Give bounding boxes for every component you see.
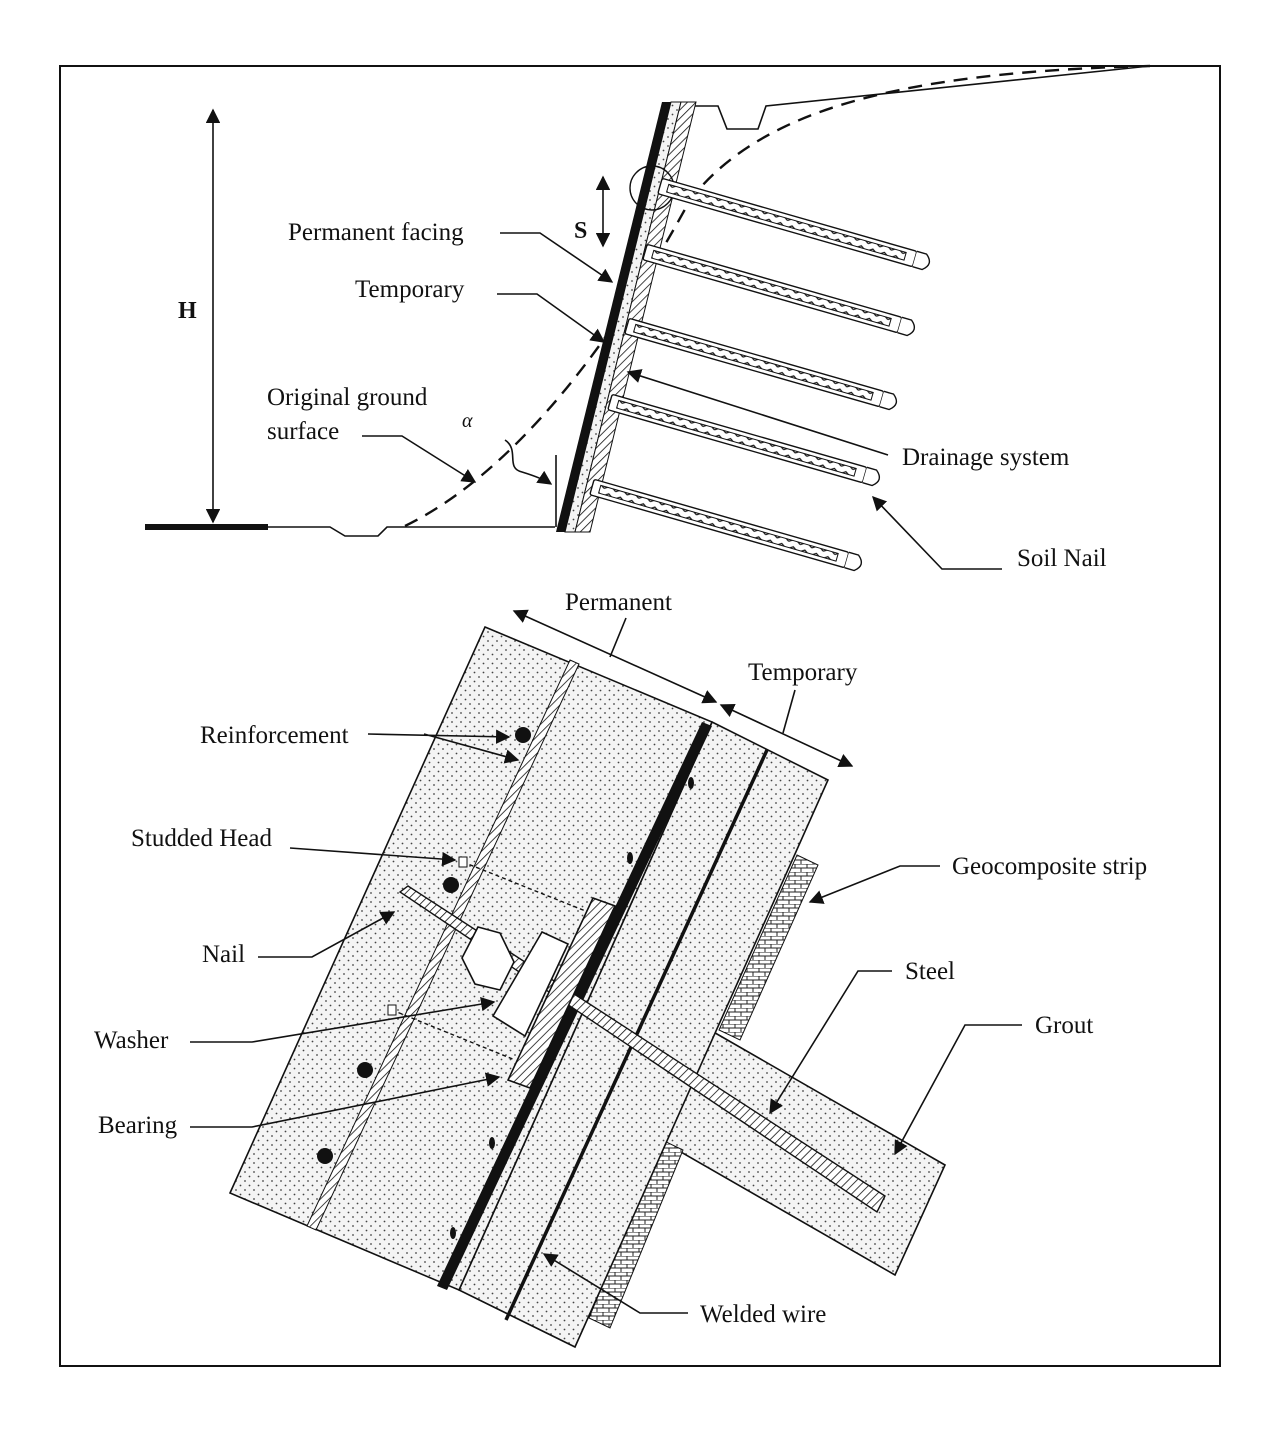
wire-bar-1 [688, 777, 694, 789]
leader-reinforcement-1 [367, 729, 511, 744]
soil-nail-4 [607, 394, 881, 487]
wire-bar-2 [627, 852, 633, 864]
label-original-ground-1: Original ground [267, 384, 428, 411]
label-geocomposite-strip: Geocomposite strip [952, 853, 1147, 880]
reinforcement-bar-1 [515, 727, 531, 743]
studded-head-upper [458, 856, 468, 868]
outer-border [59, 65, 1221, 1367]
height-symbol: H [178, 298, 197, 324]
permanent-dimension-leader [609, 617, 627, 658]
reinforcement-bar-3 [357, 1062, 373, 1078]
label-soil-nail: Soil Nail [1017, 545, 1107, 572]
label-temporary-upper: Temporary [355, 276, 465, 303]
label-bearing: Bearing [98, 1112, 178, 1139]
bearing-plate [506, 896, 617, 1090]
permanent-dimension-arrow [512, 609, 718, 704]
temporary-facing-wall [574, 101, 697, 533]
label-original-ground-2: surface [267, 418, 339, 445]
washer [491, 930, 570, 1038]
leader-drainage-system [626, 369, 889, 456]
soil-nail-3 [624, 318, 898, 411]
label-drainage-system: Drainage system [902, 444, 1070, 471]
temporary-dimension-leader [782, 689, 796, 734]
leader-grout [894, 1024, 1022, 1156]
label-permanent-detail: Permanent [565, 589, 672, 616]
hex-nut [461, 926, 515, 991]
leader-welded-wire [542, 1253, 688, 1314]
geocomposite-strip-upper [718, 854, 819, 1041]
stud-upper [462, 861, 589, 913]
label-nail: Nail [202, 941, 245, 968]
reinforcement-bar-4 [317, 1148, 333, 1164]
leader-temporary-upper [497, 293, 606, 343]
leader-permanent-facing [500, 232, 614, 283]
leader-original-ground [362, 435, 477, 483]
leader-soil-nail [872, 495, 1002, 570]
label-reinforcement: Reinforcement [200, 722, 349, 749]
label-studded-head: Studded Head [131, 825, 272, 852]
reinforcement-bar-2 [443, 877, 459, 893]
leader-nail [258, 911, 396, 958]
leader-studded-head [289, 847, 457, 867]
label-washer: Washer [94, 1027, 169, 1054]
label-temporary-detail: Temporary [748, 659, 858, 686]
soil-nail-5 [589, 479, 863, 572]
leader-washer [190, 997, 496, 1043]
wire-bar-4 [450, 1227, 456, 1239]
wire-bar-3 [489, 1137, 495, 1149]
label-welded-wire: Welded wire [700, 1301, 826, 1328]
upper-section: H α S [145, 64, 1151, 572]
angle-symbol: α [462, 410, 473, 432]
temporary-dimension-arrow [719, 703, 854, 768]
detail-section: Permanent Temporary Reinforcement Studde… [94, 589, 1147, 1349]
leader-steel [769, 970, 892, 1115]
label-permanent-facing: Permanent facing [288, 219, 464, 246]
soil-nail-2 [642, 244, 916, 337]
label-steel: Steel [905, 958, 955, 985]
stud-lower [391, 1009, 516, 1061]
label-grout: Grout [1035, 1012, 1093, 1039]
permanent-facing-wall [564, 101, 682, 533]
top-ground-line [688, 65, 1151, 130]
facing-outer [556, 102, 671, 532]
studded-head-lower [387, 1004, 397, 1016]
leader-geocomposite-strip [808, 865, 940, 904]
leader-reinforcement-2 [423, 733, 520, 764]
spacing-symbol: S [574, 218, 587, 244]
angle-arc [504, 439, 553, 485]
soil-nail-1 [657, 178, 931, 271]
leader-bearing [190, 1072, 501, 1128]
base-ground-line [268, 526, 555, 537]
